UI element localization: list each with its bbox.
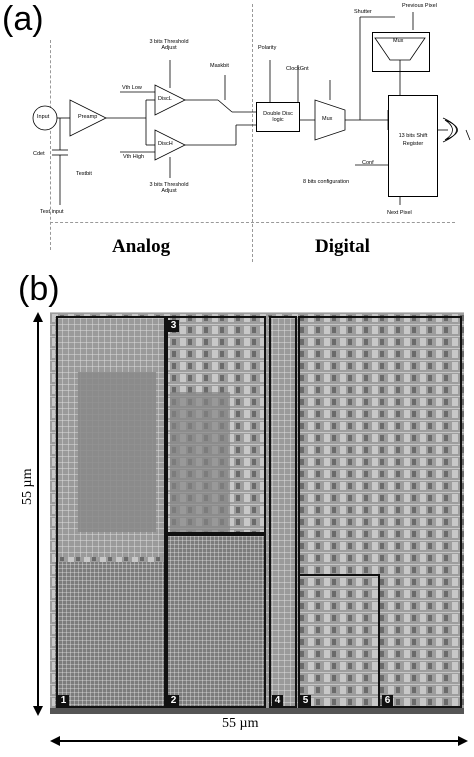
preamp-label: Preamp [78,115,97,121]
height-dimension-label: 55 µm [20,469,36,505]
polarity-label: Polarity [258,46,276,52]
mux-2-block: Mux [372,32,430,72]
clockgnt-label: ClockGnt [286,67,309,73]
threshold-adjust-bottom-label: 3 bits Threshold Adjust [144,183,194,194]
width-dimension-arrow [50,734,470,748]
double-disc-logic-block: Double Disc logic [256,102,300,132]
cdet-label: Cdet [33,152,45,158]
vth-low-label: Vth Low [122,86,142,92]
previous-pixel-label: Previous Pixel [402,4,437,10]
region-5 [298,574,380,708]
region-number-1: 1 [58,695,69,707]
input-label: Input [37,115,49,121]
double-disc-logic-label: Double Disc logic [259,112,297,123]
mux-2-label: Mux [393,39,403,45]
bits-configuration-label: 8 bits configuration [303,180,349,186]
disch-label: DiscH [158,142,173,148]
mux-1-label: Mux [322,117,332,123]
width-dimension-label: 55 µm [220,716,260,732]
region-number-6: 6 [382,695,393,707]
chip-layout-image: 1 2 3 4 5 6 [50,312,464,714]
region-4 [269,316,297,708]
next-pixel-label: Next Pixel [387,211,412,217]
analog-section-label: Analog [112,236,170,258]
vth-high-label: Vth High [123,155,144,161]
discl-label: DiscL [158,97,172,103]
conf-label: Conf [362,161,374,167]
region-number-3: 3 [168,320,179,332]
digital-section-label: Digital [315,236,370,258]
shift-register-block: 13 bits Shift Register [388,95,438,197]
region-3 [166,316,266,536]
testbit-label: Testbit [76,172,92,178]
shutter-label: Shutter [354,10,372,16]
shift-register-label: 13 bits Shift Register [392,132,434,149]
region-number-2: 2 [168,695,179,707]
region-1 [56,316,166,708]
height-dimension-arrow [30,312,46,717]
region-2 [166,532,266,708]
maskbit-label: Maskbit [210,64,229,70]
test-input-label: Test input [40,210,64,216]
region-number-5: 5 [300,695,311,707]
region-number-4: 4 [272,695,283,707]
threshold-adjust-top-label: 3 bits Threshold Adjust [144,40,194,51]
panel-b-label: (b) [18,270,60,309]
